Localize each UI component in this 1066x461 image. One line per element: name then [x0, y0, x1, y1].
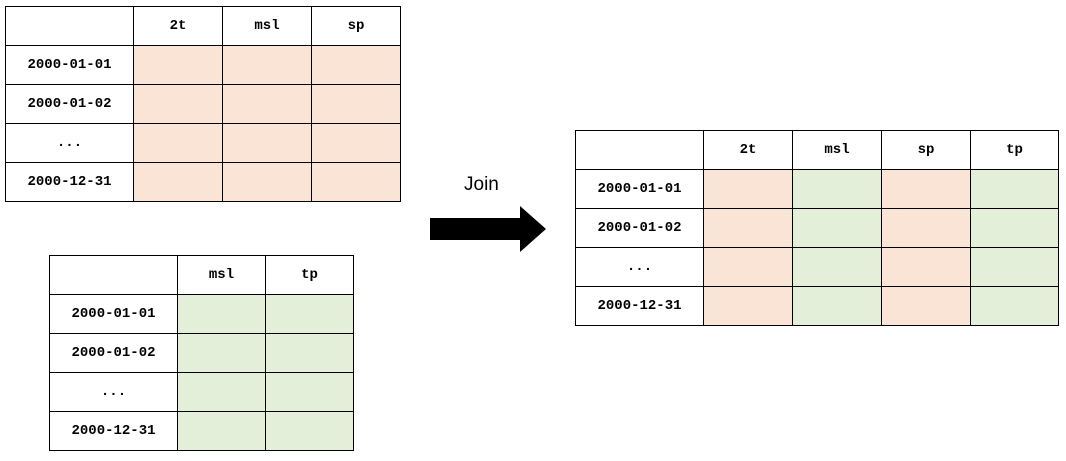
- data-cell: [177, 333, 266, 373]
- row-label: 2000-01-01: [575, 169, 704, 209]
- data-cell: [970, 169, 1059, 209]
- data-cell: [792, 247, 882, 287]
- row-label: 2000-12-31: [49, 411, 178, 451]
- row-label: 2000-01-01: [5, 45, 134, 85]
- row-label: 2000-12-31: [575, 286, 704, 326]
- data-cell: [703, 286, 793, 326]
- corner-cell: [49, 255, 178, 295]
- data-cell: [311, 45, 401, 85]
- data-cell: [703, 247, 793, 287]
- data-cell: [881, 208, 971, 248]
- row-label: 2000-01-02: [49, 333, 178, 373]
- right-arrow-icon: [430, 206, 546, 252]
- data-cell: [177, 411, 266, 451]
- corner-cell: [575, 130, 704, 170]
- joined-table: 2t msl sp tp 2000-01-01 2000-01-02 ... 2…: [575, 130, 1059, 326]
- column-header: tp: [970, 130, 1059, 170]
- data-cell: [133, 45, 223, 85]
- data-cell: [265, 294, 354, 334]
- column-header: msl: [177, 255, 266, 295]
- data-cell: [222, 84, 312, 124]
- data-cell: [222, 162, 312, 202]
- data-cell: [177, 372, 266, 412]
- data-cell: [311, 162, 401, 202]
- data-cell: [881, 286, 971, 326]
- row-label: 2000-01-01: [49, 294, 178, 334]
- input-table-a: 2t msl sp 2000-01-01 2000-01-02 ... 2000…: [5, 6, 401, 202]
- column-header: sp: [311, 6, 401, 46]
- row-label: 2000-12-31: [5, 162, 134, 202]
- data-cell: [792, 286, 882, 326]
- data-cell: [133, 84, 223, 124]
- row-label: 2000-01-02: [575, 208, 704, 248]
- row-label: ...: [49, 372, 178, 412]
- data-cell: [265, 411, 354, 451]
- data-cell: [881, 247, 971, 287]
- data-cell: [133, 162, 223, 202]
- data-cell: [222, 123, 312, 163]
- data-cell: [970, 247, 1059, 287]
- data-cell: [881, 169, 971, 209]
- data-cell: [222, 45, 312, 85]
- input-table-b: msl tp 2000-01-01 2000-01-02 ... 2000-12…: [49, 255, 354, 451]
- data-cell: [792, 208, 882, 248]
- data-cell: [703, 208, 793, 248]
- data-cell: [311, 123, 401, 163]
- row-label: ...: [575, 247, 704, 287]
- data-cell: [792, 169, 882, 209]
- data-cell: [177, 294, 266, 334]
- data-cell: [970, 208, 1059, 248]
- join-label: Join: [464, 174, 499, 195]
- column-header: msl: [222, 6, 312, 46]
- data-cell: [970, 286, 1059, 326]
- data-cell: [265, 333, 354, 373]
- column-header: 2t: [133, 6, 223, 46]
- row-label: ...: [5, 123, 134, 163]
- data-cell: [311, 84, 401, 124]
- data-cell: [265, 372, 354, 412]
- column-header: sp: [881, 130, 971, 170]
- corner-cell: [5, 6, 134, 46]
- data-cell: [703, 169, 793, 209]
- column-header: msl: [792, 130, 882, 170]
- data-cell: [133, 123, 223, 163]
- column-header: 2t: [703, 130, 793, 170]
- row-label: 2000-01-02: [5, 84, 134, 124]
- column-header: tp: [265, 255, 354, 295]
